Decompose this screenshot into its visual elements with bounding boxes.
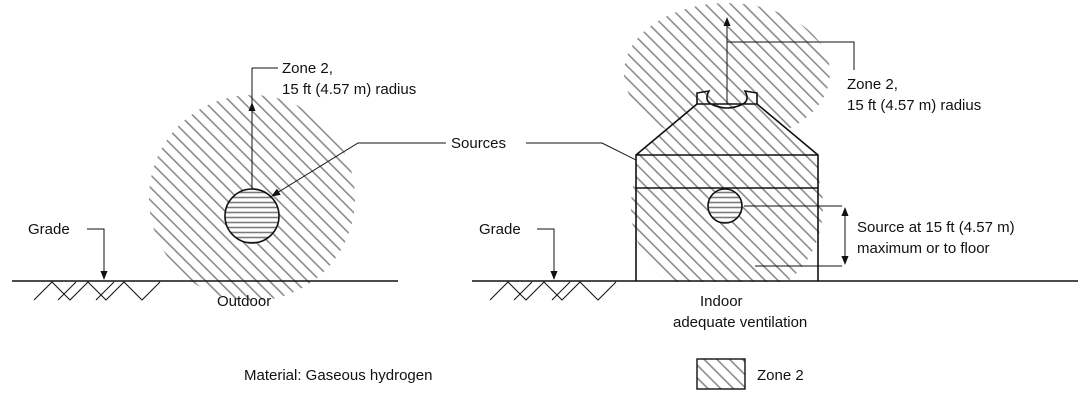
legend-swatch xyxy=(696,358,746,390)
source-height-label-line2: maximum or to floor xyxy=(857,240,990,257)
outdoor-ground-hatch xyxy=(33,281,161,301)
sources-leader-left xyxy=(271,142,446,197)
material-label: Material: Gaseous hydrogen xyxy=(244,367,432,384)
indoor-grade-label: Grade xyxy=(479,221,521,238)
indoor-zone-leader xyxy=(727,41,855,70)
indoor-ground-hatch xyxy=(489,281,617,301)
indoor-location-label-line2: adequate ventilation xyxy=(673,314,807,331)
legend-label: Zone 2 xyxy=(757,367,804,384)
indoor-building xyxy=(635,89,819,281)
outdoor-grade-label: Grade xyxy=(28,221,70,238)
outdoor-grade-leader xyxy=(87,228,108,280)
outdoor-zone-label-line2: 15 ft (4.57 m) radius xyxy=(282,81,416,98)
indoor-grade-leader xyxy=(537,228,558,280)
outdoor-scene: Grade Zone 2, 15 ft (4.57 m) radius Outd… xyxy=(12,60,416,310)
outdoor-zone-label-line1: Zone 2, xyxy=(282,60,333,77)
indoor-zone-label-line1: Zone 2, xyxy=(847,76,898,93)
outdoor-location-label: Outdoor xyxy=(217,293,271,310)
sources-label: Sources xyxy=(451,135,506,152)
indoor-source xyxy=(707,188,743,224)
source-height-label-line1: Source at 15 ft (4.57 m) xyxy=(857,219,1015,236)
legend: Zone 2 xyxy=(696,358,804,390)
indoor-zone-label-line2: 15 ft (4.57 m) radius xyxy=(847,97,981,114)
outdoor-source xyxy=(224,188,280,244)
indoor-scene: Grade Zone 2, 15 ft (4.57 m) radius Sour… xyxy=(472,3,1078,331)
indoor-hood-zone-2-area xyxy=(636,104,818,188)
indoor-location-label-line1: Indoor xyxy=(700,293,743,310)
